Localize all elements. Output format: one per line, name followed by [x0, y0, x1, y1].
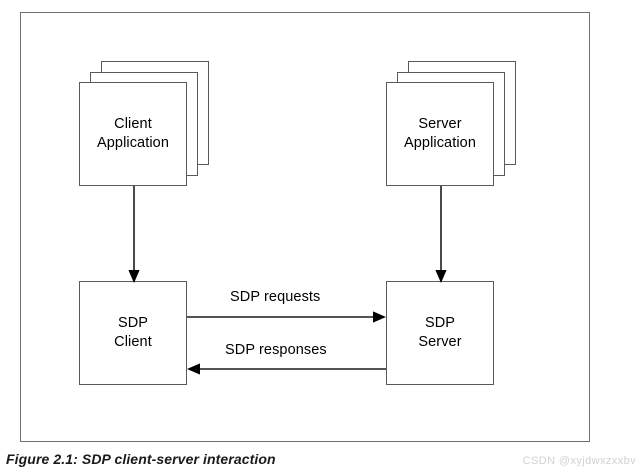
figure-frame: Client Application Server Application SD…: [20, 12, 590, 442]
server-application-stack: Server Application: [386, 61, 516, 186]
server-application-node: Server Application: [386, 82, 494, 186]
sdp-client-node: SDP Client: [79, 281, 187, 385]
sdp-server-node: SDP Server: [386, 281, 494, 385]
client-application-stack: Client Application: [79, 61, 209, 186]
sdp-client-label: SDP Client: [114, 315, 152, 350]
client-application-label: Client Application: [96, 116, 170, 151]
csdn-watermark: CSDN @xyjdwxzxxbv: [522, 455, 636, 467]
figure-caption: Figure 2.1: SDP client-server interactio…: [6, 451, 276, 467]
sdp-responses-arrow: [187, 363, 386, 375]
client-application-node: Client Application: [79, 82, 187, 186]
sdp-requests-label: SDP requests: [230, 289, 321, 305]
server-application-label: Server Application: [403, 116, 477, 151]
sdp-responses-label: SDP responses: [225, 342, 327, 358]
sdp-requests-arrow: [187, 311, 386, 323]
sdp-server-label: SDP Server: [418, 315, 462, 350]
